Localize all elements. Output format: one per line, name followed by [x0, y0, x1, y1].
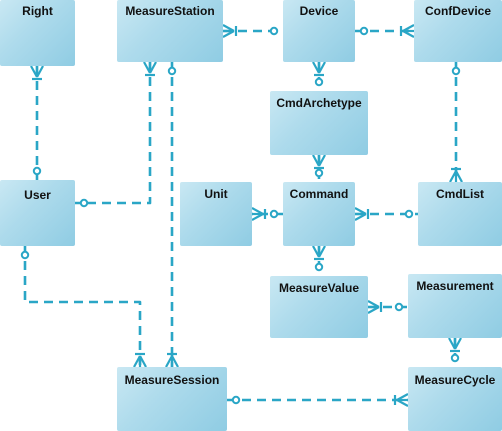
relationship-cmd-archetype-command: [312, 154, 326, 182]
relationship-measurement-measure-cycle: [448, 337, 462, 367]
relationship-command-unit: [251, 207, 283, 221]
relationship-line: [23, 246, 142, 367]
relationship-measure-station-measure-session: [165, 62, 179, 368]
entity-label: MeasureCycle: [414, 373, 496, 387]
entity-device[interactable]: Device: [283, 0, 355, 62]
entity-cmd-list[interactable]: CmdList: [418, 182, 502, 246]
entity-conf-device[interactable]: ConfDevice: [414, 0, 502, 62]
entity-label: MeasureValue: [278, 281, 360, 295]
entity-label: Right: [22, 4, 53, 18]
relationship-user-measure-session: [20, 246, 147, 368]
entity-label: MeasureStation: [125, 4, 215, 18]
entity-measure-station[interactable]: MeasureStation: [117, 0, 223, 62]
entity-label: Device: [299, 4, 339, 18]
relationship-conf-device-cmd-list: [449, 62, 463, 183]
relationship-line: [75, 62, 152, 205]
entity-right[interactable]: Right: [0, 0, 75, 66]
relationship-command-cmd-list: [354, 207, 418, 221]
relationship-command-measure-value: [312, 245, 326, 276]
entity-label: MeasureSession: [124, 373, 220, 387]
entity-unit[interactable]: Unit: [180, 182, 252, 246]
relationship-measure-station-user: [75, 61, 157, 208]
entity-cmd-archetype[interactable]: CmdArchetype: [270, 91, 368, 155]
entity-measure-value[interactable]: MeasureValue: [270, 276, 368, 338]
entity-label: User: [24, 188, 51, 202]
relationship-measure-session-measure-cycle: [227, 393, 409, 407]
entity-measure-session[interactable]: MeasureSession: [117, 367, 227, 431]
entity-measurement[interactable]: Measurement: [408, 274, 502, 338]
relationship-device-conf-device: [355, 24, 415, 38]
entity-label: ConfDevice: [424, 4, 492, 18]
entity-label: Measurement: [416, 279, 494, 293]
entity-label: CmdArchetype: [276, 96, 362, 110]
entity-label: CmdList: [436, 187, 484, 201]
entity-label: Unit: [204, 187, 228, 201]
entity-command[interactable]: Command: [283, 182, 355, 246]
relationship-measure-value-measurement: [367, 300, 408, 314]
entity-label: Command: [289, 187, 349, 201]
relationship-measure-station-device: [222, 24, 283, 38]
relationship-right-user: [30, 65, 44, 180]
entity-measure-cycle[interactable]: MeasureCycle: [408, 367, 502, 431]
relationship-device-cmd-archetype: [312, 61, 326, 91]
entity-user[interactable]: User: [0, 180, 75, 246]
